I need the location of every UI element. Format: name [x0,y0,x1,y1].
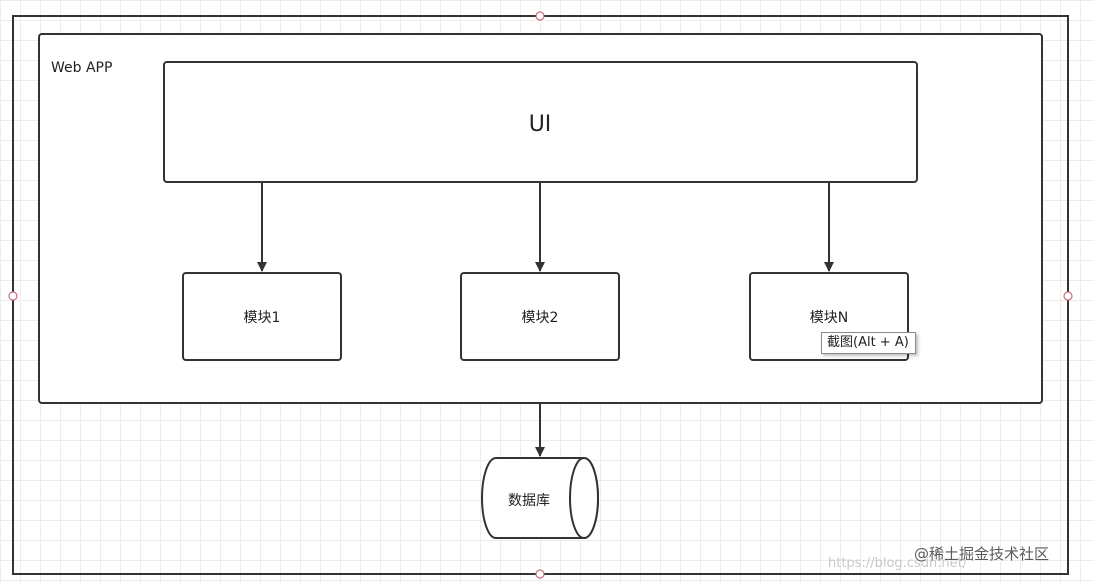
module-1-box[interactable] [182,272,342,361]
database-cylinder[interactable] [481,457,599,539]
web-app-title: Web APP [51,60,112,76]
resize-handle-top[interactable] [535,11,545,21]
ui-label: UI [529,112,552,137]
screenshot-tooltip: 截图(Alt + A) [821,332,916,354]
module-1-label: 模块1 [244,310,281,326]
watermark-text: @稀土掘金技术社区 [914,545,1050,563]
resize-handle-bottom[interactable] [535,569,545,579]
watermark-url: https://blog.csdn.net/ [828,556,968,571]
module-n-label: 模块N [810,310,848,326]
database-label: 数据库 [508,493,550,509]
resize-handle-right[interactable] [1063,291,1073,301]
resize-handle-left[interactable] [8,291,18,301]
module-2-label: 模块2 [522,310,559,326]
module-2-box[interactable] [460,272,620,361]
